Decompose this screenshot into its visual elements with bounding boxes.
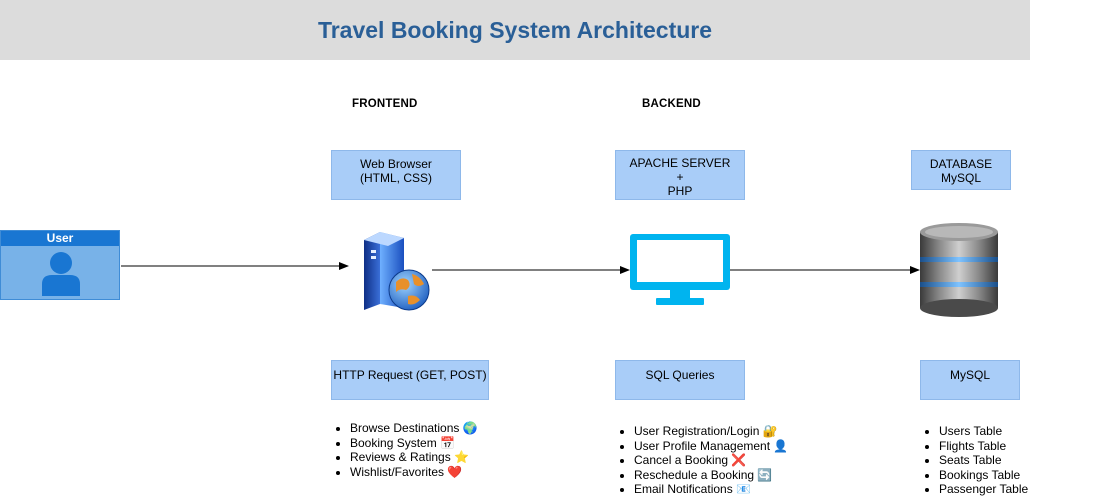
- frontend-feature-item: Reviews & Ratings ⭐: [350, 450, 478, 465]
- backend-feature-item: User Profile Management 👤: [634, 439, 788, 454]
- user-label: User: [1, 231, 119, 246]
- server-line3: PHP: [667, 184, 693, 198]
- database-table-item: Users Table: [939, 424, 1028, 439]
- frontend-feature-item: Booking System 📅: [350, 436, 478, 451]
- backend-feature-item: User Registration/Login 🔐: [634, 424, 788, 439]
- user-icon: [42, 252, 80, 296]
- database-table-item: Flights Table: [939, 439, 1028, 454]
- sql-queries-box: SQL Queries: [615, 360, 745, 400]
- database-box: DATABASE MySQL: [911, 150, 1011, 190]
- server-line2: +: [676, 170, 684, 184]
- frontend-features-list: Browse Destinations 🌍 Booking System 📅 R…: [332, 421, 478, 479]
- web-browser-line1: Web Browser: [360, 157, 432, 171]
- backend-feature-item: Cancel a Booking ❌: [634, 453, 788, 468]
- title-bar: Travel Booking System Architecture: [0, 0, 1030, 60]
- web-server-globe-icon: [364, 232, 430, 311]
- http-request-box: HTTP Request (GET, POST): [331, 360, 489, 400]
- http-request-label: HTTP Request (GET, POST): [333, 368, 487, 382]
- mysql-label: MySQL: [949, 368, 990, 382]
- web-browser-box: Web Browser (HTML, CSS): [331, 150, 461, 200]
- database-tables-list: Users Table Flights Table Seats Table Bo…: [921, 424, 1028, 497]
- frontend-feature-item: Wishlist/Favorites ❤️: [350, 465, 478, 480]
- frontend-feature-item: Browse Destinations 🌍: [350, 421, 478, 436]
- backend-feature-item: Email Notifications 📧: [634, 482, 788, 497]
- backend-features-list: User Registration/Login 🔐 User Profile M…: [616, 424, 788, 497]
- frontend-label: FRONTEND: [352, 98, 418, 110]
- server-box: APACHE SERVER + PHP: [615, 150, 745, 200]
- mysql-box: MySQL: [920, 360, 1020, 400]
- diagram-title: Travel Booking System Architecture: [317, 16, 713, 43]
- web-browser-line2: (HTML, CSS): [360, 171, 432, 185]
- backend-label: BACKEND: [642, 98, 701, 110]
- user-card: User: [0, 230, 120, 300]
- sql-queries-label: SQL Queries: [645, 368, 715, 382]
- monitor-icon: [630, 234, 730, 305]
- database-table-item: Bookings Table: [939, 468, 1028, 483]
- database-line1: DATABASE: [929, 157, 993, 171]
- database-line2: MySQL: [940, 171, 981, 185]
- database-table-item: Seats Table: [939, 453, 1028, 468]
- server-line1: APACHE SERVER: [629, 156, 731, 170]
- database-icon: [920, 223, 998, 317]
- database-table-item: Passenger Table: [939, 482, 1028, 497]
- backend-feature-item: Reschedule a Booking 🔄: [634, 468, 788, 483]
